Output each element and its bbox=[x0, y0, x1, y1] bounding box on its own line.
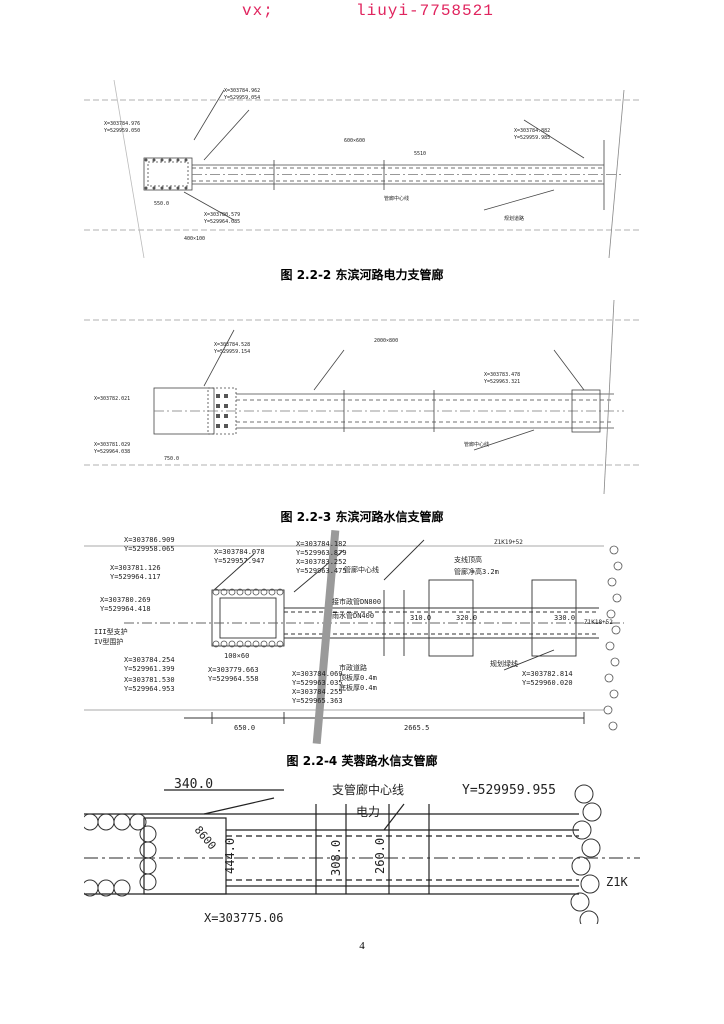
watermark: vx; liuyi-7758521 bbox=[0, 0, 724, 22]
drawing-label: 650.0 bbox=[234, 724, 255, 732]
drawing-label: 400×100 bbox=[184, 236, 205, 242]
figure-caption: 图 2.2-3 东滨河路水信支管廊 bbox=[280, 510, 444, 524]
drawing-label: 8600 bbox=[192, 824, 219, 853]
drawing-label: X=303784.528 bbox=[214, 342, 250, 348]
drawing-label: Y=529964.418 bbox=[100, 605, 151, 613]
drawing-label: 5510 bbox=[414, 151, 426, 157]
drawing-label: X=303781.530 bbox=[124, 676, 175, 684]
figure-caption: 图 2.2-2 东滨河路电力支管廊 bbox=[280, 268, 444, 282]
drawing-label: Y=529959.955 bbox=[462, 783, 556, 798]
drawing-label: 管廊中心线 bbox=[344, 565, 379, 574]
drawing-label: 330.0 bbox=[554, 614, 575, 622]
drawing-label: Y=529957.947 bbox=[214, 557, 265, 565]
drawing-label: X=303782.814 bbox=[522, 670, 573, 678]
drawing-label: Y=529963.321 bbox=[484, 379, 520, 385]
drawing-label: Y=529959.050 bbox=[104, 128, 140, 134]
drawing-label: Z1K19+52 bbox=[494, 539, 523, 546]
drawing-label: X=303783.478 bbox=[484, 372, 520, 378]
drawing-label: 100×60 bbox=[224, 652, 249, 660]
drawing-label: IV型围护 bbox=[94, 637, 123, 646]
drawing-label: 市政道路 bbox=[339, 663, 367, 672]
drawing-label: 电力 bbox=[356, 805, 380, 819]
drawing-label: X=303780.269 bbox=[100, 596, 151, 604]
drawing-label: Y=529959.985 bbox=[514, 135, 550, 141]
drawing-label: Y=529964.085 bbox=[204, 219, 240, 225]
drawing-label: 444.0 bbox=[223, 838, 237, 874]
figure-2-2-4-drawing: X=303786.909 Y=529958.065 X=303784.078 Y… bbox=[84, 530, 640, 744]
cad-drawing-water-branch: X=303784.528 Y=529959.154 X=303781.029 Y… bbox=[84, 299, 640, 494]
drawing-label: Y=529964.117 bbox=[110, 573, 161, 581]
figure-2-2-2-drawing: X=303784.962 Y=529959.054 X=303784.976 Y… bbox=[84, 80, 640, 258]
drawing-label: 支管廊中心线 bbox=[332, 782, 404, 797]
drawing-label: 管廊中心线 bbox=[464, 441, 489, 448]
drawing-label: X=303781.126 bbox=[110, 564, 161, 572]
drawing-label: X=303784.976 bbox=[104, 121, 140, 127]
drawing-label: 310.0 bbox=[410, 614, 431, 622]
drawing-label: Y=529965.363 bbox=[292, 697, 343, 705]
drawing-label: X=303784.069 bbox=[292, 670, 343, 678]
drawing-label: 管廊中心线 bbox=[384, 195, 409, 202]
page-number: 4 bbox=[359, 940, 365, 952]
drawing-label: Y=529963.035 bbox=[292, 679, 343, 687]
drawing-label: 底板厚0.4m bbox=[339, 683, 377, 692]
drawing-label: X=303784.255 bbox=[292, 688, 343, 696]
drawing-label: Z1K bbox=[606, 875, 628, 889]
drawing-label: Y=529959.154 bbox=[214, 349, 250, 355]
drawing-label: 接市政管DN800 bbox=[332, 597, 381, 606]
watermark-right: liuyi-7758521 bbox=[356, 2, 494, 20]
drawing-label: Y=529960.020 bbox=[522, 679, 573, 687]
drawing-label: 750.0 bbox=[164, 456, 179, 462]
drawing-label: Y=529959.054 bbox=[224, 95, 260, 101]
drawing-label: X=303782.021 bbox=[94, 396, 130, 402]
drawing-label: Y=529958.065 bbox=[124, 545, 175, 553]
drawing-label: 340.0 bbox=[174, 777, 213, 792]
drawing-label: 2665.5 bbox=[404, 724, 429, 732]
drawing-label: 600×600 bbox=[344, 138, 365, 144]
drawing-label: Y=529963.475 bbox=[296, 567, 347, 575]
drawing-label: X=303779.663 bbox=[208, 666, 259, 674]
figure-caption: 图 2.2-4 芙蓉路水信支管廊 bbox=[286, 754, 438, 768]
drawing-label: Y=529964.953 bbox=[124, 685, 175, 693]
drawing-label: Y=529963.879 bbox=[296, 549, 347, 557]
drawing-label: X=303781.029 bbox=[94, 442, 130, 448]
drawing-label: 550.0 bbox=[154, 201, 169, 207]
drawing-label: 308.0 bbox=[329, 840, 343, 876]
drawing-label: X=303784.182 bbox=[296, 540, 347, 548]
drawing-label: 2000×800 bbox=[374, 338, 398, 344]
drawing-label: 260.0 bbox=[373, 838, 387, 874]
drawing-label: X=303784.254 bbox=[124, 656, 175, 664]
figure-partial-drawing: 340.0 支管廊中心线 Y=529959.955 电力 444.0 308.0… bbox=[84, 774, 640, 924]
drawing-label: 支线顶高 bbox=[454, 555, 482, 564]
drawing-label: X=303775.06 bbox=[204, 911, 283, 924]
cad-drawing-furong-road: X=303786.909 Y=529958.065 X=303784.078 Y… bbox=[84, 530, 624, 744]
drawing-label: X=303786.909 bbox=[124, 536, 175, 544]
watermark-left: vx; bbox=[242, 2, 274, 20]
drawing-label: 顶板厚0.4m bbox=[339, 673, 377, 682]
drawing-label: X=303784.882 bbox=[514, 128, 550, 134]
figure-2-2-3-drawing: X=303784.528 Y=529959.154 X=303781.029 Y… bbox=[84, 290, 640, 494]
drawing-label: X=303784.962 bbox=[224, 88, 260, 94]
drawing-label: X=303784.078 bbox=[214, 548, 265, 556]
drawing-label: X=303783.252 bbox=[296, 558, 347, 566]
drawing-label: Y=529961.399 bbox=[124, 665, 175, 673]
drawing-label: III型支护 bbox=[94, 627, 128, 636]
drawing-label: X=303780.579 bbox=[204, 212, 240, 218]
drawing-label: 管廊净高3.2m bbox=[454, 567, 499, 576]
cad-drawing-zoomed-detail: 340.0 支管廊中心线 Y=529959.955 电力 444.0 308.0… bbox=[84, 777, 640, 924]
drawing-label: Y=529964.558 bbox=[208, 675, 259, 683]
drawing-label: Z1K18+52 bbox=[584, 619, 613, 626]
drawing-label: 规划道路 bbox=[504, 215, 524, 222]
cad-drawing-power-branch: X=303784.962 Y=529959.054 X=303784.976 Y… bbox=[84, 80, 640, 258]
drawing-label: 雨水管DN400 bbox=[332, 611, 374, 620]
drawing-label: 320.0 bbox=[456, 614, 477, 622]
drawing-label: Y=529964.038 bbox=[94, 449, 130, 455]
drawing-label: 规划绿线 bbox=[490, 659, 518, 668]
